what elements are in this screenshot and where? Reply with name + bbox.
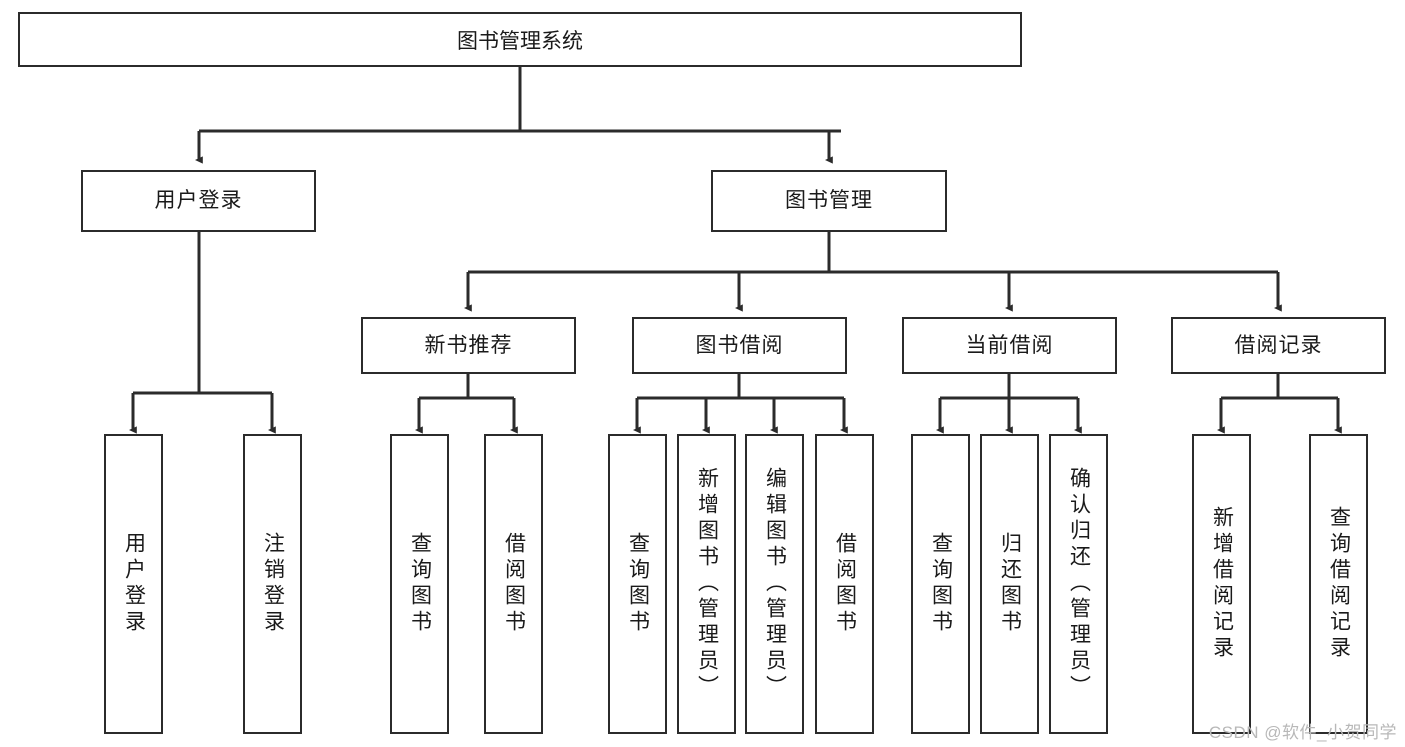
leaf-cb-query-book[interactable]: 查询图书 [911, 434, 970, 734]
leaf-label: 新增借阅记录 [1210, 506, 1234, 662]
leaf-label: 查询图书 [929, 532, 953, 636]
node-label: 新书推荐 [424, 333, 513, 357]
watermark-text: CSDN @软件_小贺同学 [1208, 723, 1397, 742]
leaf-br-query-record[interactable]: 查询借阅记录 [1309, 434, 1368, 734]
leaf-bb-borrow-book[interactable]: 借阅图书 [815, 434, 874, 734]
node-book-borrow[interactable]: 图书借阅 [632, 317, 847, 374]
node-new-book-recommend[interactable]: 新书推荐 [361, 317, 576, 374]
leaf-cb-confirm-return[interactable]: 确认归还（管理员） [1049, 434, 1108, 734]
node-book-management[interactable]: 图书管理 [711, 170, 947, 232]
leaf-nb-borrow-book[interactable]: 借阅图书 [484, 434, 543, 734]
node-label: 图书借阅 [695, 333, 784, 357]
leaf-label: 用户登录 [122, 532, 146, 636]
leaf-label: 借阅图书 [833, 532, 857, 636]
leaf-label: 归还图书 [998, 532, 1022, 636]
node-borrow-record[interactable]: 借阅记录 [1171, 317, 1386, 374]
leaf-label: 查询图书 [408, 532, 432, 636]
leaf-logout[interactable]: 注销登录 [243, 434, 302, 734]
leaf-label: 注销登录 [261, 532, 285, 636]
leaf-bb-query-book[interactable]: 查询图书 [608, 434, 667, 734]
leaf-label: 编辑图书（管理员） [763, 467, 787, 701]
leaf-label: 新增图书（管理员） [695, 467, 719, 701]
leaf-user-login[interactable]: 用户登录 [104, 434, 163, 734]
leaf-nb-query-book[interactable]: 查询图书 [390, 434, 449, 734]
leaf-label: 借阅图书 [502, 532, 526, 636]
node-label: 当前借阅 [965, 333, 1054, 357]
node-label: 图书管理系统 [457, 29, 583, 53]
leaf-bb-add-book[interactable]: 新增图书（管理员） [677, 434, 736, 734]
node-label: 图书管理 [785, 189, 873, 213]
node-current-borrow[interactable]: 当前借阅 [902, 317, 1117, 374]
node-root-system[interactable]: 图书管理系统 [18, 12, 1022, 67]
leaf-label: 查询图书 [626, 532, 650, 636]
node-user-login[interactable]: 用户登录 [81, 170, 316, 232]
node-label: 用户登录 [154, 189, 243, 213]
leaf-br-add-record[interactable]: 新增借阅记录 [1192, 434, 1251, 734]
leaf-bb-edit-book[interactable]: 编辑图书（管理员） [745, 434, 804, 734]
leaf-cb-return-book[interactable]: 归还图书 [980, 434, 1039, 734]
leaf-label: 查询借阅记录 [1327, 506, 1351, 662]
node-label: 借阅记录 [1234, 333, 1323, 357]
leaf-label: 确认归还（管理员） [1067, 467, 1091, 701]
